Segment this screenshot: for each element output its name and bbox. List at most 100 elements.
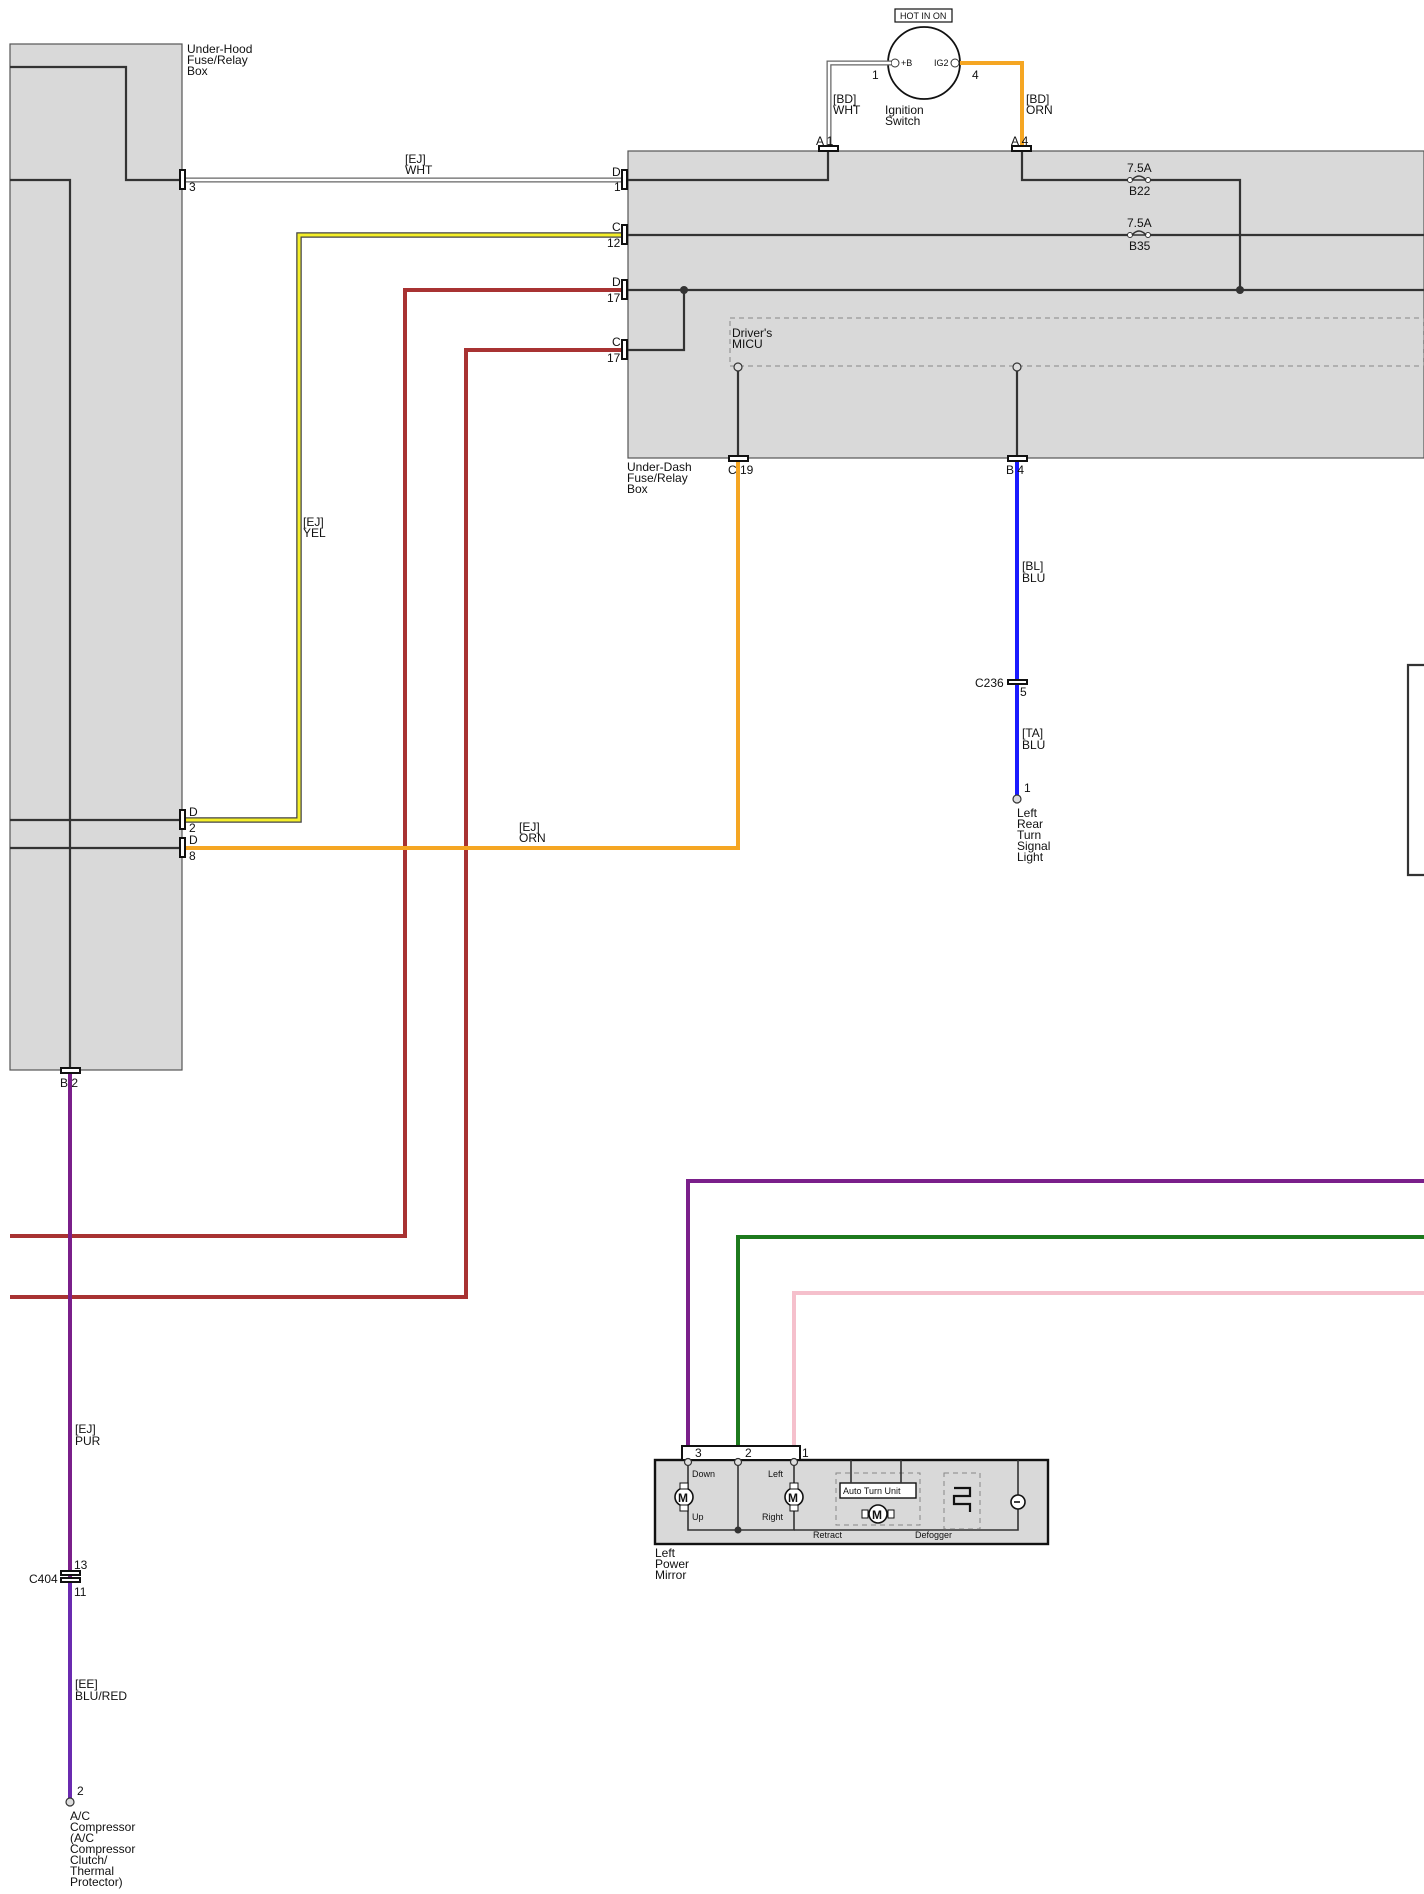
terminal-b-icon	[890, 58, 900, 68]
wire-bl-blu-code: [BL]	[1022, 559, 1043, 573]
svg-text:Ignition Switch: Ignition Switch	[885, 103, 927, 128]
retract-motor-symbol: M	[872, 1508, 882, 1522]
ac-compressor-label-4: Compressor	[70, 1842, 135, 1856]
mirror-terminal-2	[733, 1457, 743, 1467]
up-down-motor-icon	[674, 1482, 694, 1512]
connector-uh-b2	[60, 1067, 81, 1074]
wire-ej-pur-code: [EJ]	[75, 1422, 96, 1436]
under-dash-box-label-2: Fuse/Relay	[627, 471, 688, 485]
pin-ud-b4: B 4	[1006, 463, 1024, 477]
pin-uh-d2-letter: D	[189, 805, 198, 819]
wire-ta-blu-color: BLU	[1022, 738, 1045, 752]
wire-ej-orn	[182, 458, 740, 850]
hot-in-on-label: HOT IN ON	[900, 11, 946, 21]
retract-motor-icon	[861, 1504, 895, 1524]
fuse-b22-rating: 7.5A	[1127, 161, 1152, 175]
ac-compressor-label-7: Protector)	[70, 1875, 123, 1889]
pin-mirror-2: 2	[745, 1446, 752, 1460]
left-right-motor-symbol: M	[788, 1491, 798, 1505]
turn-light-label-3: Turn	[1017, 828, 1041, 842]
wire-ej-orn-code: [EJ]	[519, 820, 540, 834]
wire-ej-yel-color: YEL	[303, 526, 326, 540]
micu-terminal	[733, 362, 743, 372]
ac-compressor-label-3: (A/C	[70, 1831, 94, 1845]
mirror-indicator-icon	[1010, 1494, 1026, 1510]
ac-compressor-terminal-icon	[65, 1797, 75, 1807]
connector-uh-3	[179, 169, 186, 190]
hot-in-on-label-box	[894, 8, 953, 23]
wire-ej-wht-color: WHT	[405, 163, 433, 177]
uh-internal-wire-vertical	[10, 178, 72, 1070]
pin-ud-d17-num: 17	[607, 291, 621, 305]
ac-compressor-label-6: Thermal	[70, 1864, 114, 1878]
connector-ud-a4	[1011, 145, 1032, 152]
pin-ud-d1-num: 1	[614, 180, 621, 194]
connector-uh-d8	[179, 837, 186, 858]
pin-mirror-3: 3	[695, 1446, 702, 1460]
ac-compressor-label-5: Clutch/	[70, 1853, 108, 1867]
wire-ej-pur-color: PUR	[75, 1434, 101, 1448]
drivers-micu	[729, 317, 1424, 367]
wire-ee-blu-red-code: [EE]	[75, 1677, 98, 1691]
wire-bd-orn-color: ORN	[1026, 103, 1053, 117]
mirror-right-label: Right	[762, 1512, 784, 1522]
under-dash-fuse-relay-box	[627, 150, 1424, 459]
under-dash-box-label-1: Under-Dash	[627, 460, 692, 474]
mirror-down-label: Down	[692, 1469, 715, 1479]
wire-bl-blu-color: BLU	[1022, 571, 1045, 585]
pin-ud-c17-num: 17	[607, 351, 621, 365]
terminal-b-label: +B	[901, 58, 912, 68]
mirror-terminal-3	[683, 1457, 693, 1467]
wire-red-d17	[10, 288, 628, 1238]
connector-c404-b	[60, 1577, 81, 1583]
pin-ud-c12-letter: C	[612, 220, 621, 234]
fuse-b35-id: B35	[1129, 239, 1151, 253]
svg-text:Left Rear Turn Sig: Left Rear Turn Signal Light	[1017, 806, 1054, 864]
micu-terminal	[1012, 362, 1022, 372]
wire-mirror-green	[736, 1235, 1424, 1455]
retract-unit	[835, 1472, 921, 1526]
retract-label: Retract	[813, 1530, 843, 1540]
defogger-unit	[943, 1472, 981, 1530]
micu-label-1: Driver's	[732, 326, 772, 340]
pin-uh-b2: B 2	[60, 1076, 78, 1090]
pin-uh-d8-num: 8	[189, 849, 196, 863]
left-right-motor-icon	[784, 1482, 804, 1512]
connector-ud-c12	[621, 224, 628, 245]
wire-ee-blu-red-color: BLU/RED	[75, 1689, 127, 1703]
under-dash-box-label-3: Box	[627, 482, 648, 496]
connector-ud-a1	[818, 145, 839, 152]
turn-light-label-5: Light	[1017, 850, 1044, 864]
ac-compressor-label-1: A/C	[70, 1809, 90, 1823]
svg-text:Left Power Mirror: Left Power Mirror	[655, 1546, 692, 1582]
mirror-terminal-1	[789, 1457, 799, 1467]
under-hood-box-label-2: Fuse/Relay	[187, 53, 248, 67]
pin-ud-d1-letter: D	[612, 165, 621, 179]
uh-internal-wire-top	[10, 65, 182, 182]
wire-ej-yel	[182, 232, 628, 823]
fuse-b35	[1127, 230, 1151, 238]
wire-ej-wht-code: [EJ]	[405, 152, 426, 166]
wire-ej-yel-code: [EJ]	[303, 515, 324, 529]
defogger-heater-icon	[952, 1486, 972, 1512]
pin-comp: 2	[77, 1784, 84, 1798]
pin-uh-d8-letter: D	[189, 833, 198, 847]
fuse-b22-id: B22	[1129, 184, 1151, 198]
wire-ta-blu-code: [TA]	[1022, 726, 1043, 740]
ignition-switch-label-1: Ignition	[885, 103, 924, 117]
splice-dot	[680, 286, 688, 294]
connector-ud-c17	[621, 339, 628, 360]
terminal-ig2-icon	[950, 58, 960, 68]
ground-terminal-icon	[1012, 794, 1022, 804]
svg-text:Driver's MICU: Driver's MICU	[732, 326, 776, 351]
wire-ej-orn-color: ORN	[519, 831, 546, 845]
mirror-label-1: Left	[655, 1546, 676, 1560]
ud-internal-wire-a4	[1020, 151, 1128, 182]
pin-ud-a4: A 4	[1011, 134, 1029, 148]
ignition-switch-label-2: Switch	[885, 114, 920, 128]
connector-ud-b4	[1007, 455, 1028, 462]
turn-light-label-2: Rear	[1017, 817, 1043, 831]
mirror-label-2: Power	[655, 1557, 689, 1571]
mirror-left-label: Left	[768, 1469, 784, 1479]
